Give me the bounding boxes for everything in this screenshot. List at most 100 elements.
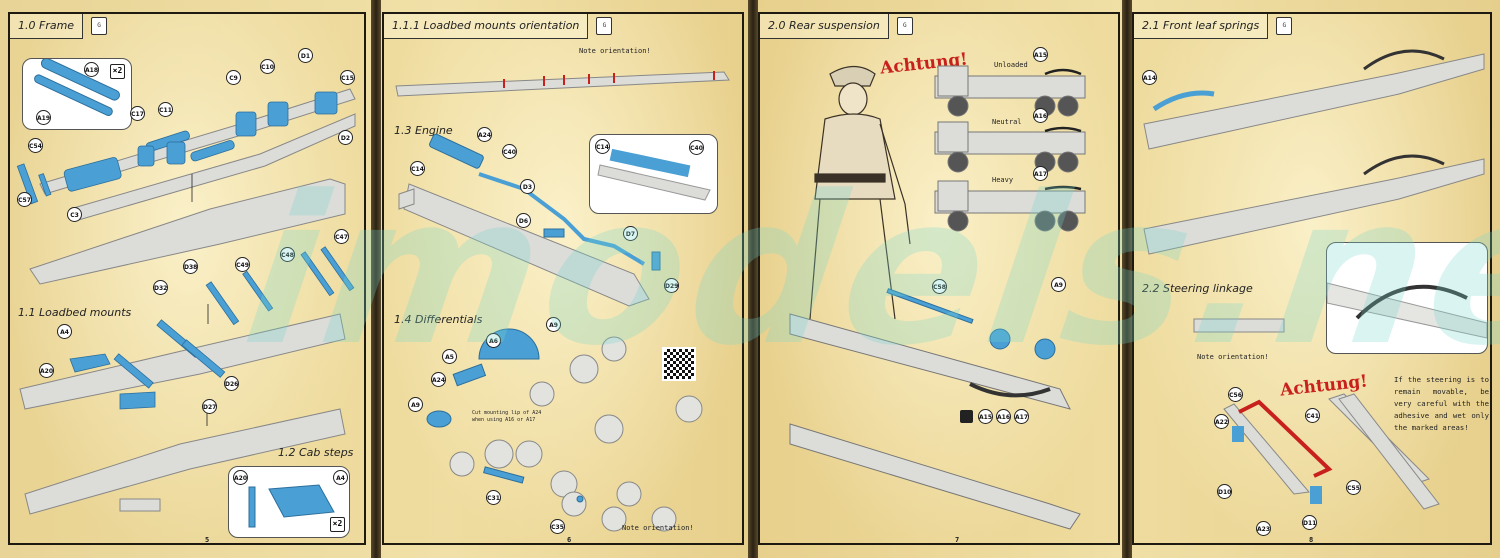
part-callout: A20 [233,470,248,485]
cut-note-line: when using A16 or A17 [472,417,536,423]
part-callout: A20 [39,363,54,378]
part-callout: D32 [153,280,168,295]
part-callout: A24 [477,127,492,142]
step-header-bar: 2.1 Front leaf springs G [1134,14,1293,39]
part-callout: D26 [224,376,239,391]
part-callout: A5 [442,349,457,364]
part-callout: A17 [1033,166,1048,181]
options-icon [960,410,973,423]
part-callout: A4 [57,324,72,339]
part-callout: A19 [36,110,51,125]
part-callout: C14 [410,161,425,176]
glue-icon: G [1276,17,1293,35]
part-callout: C54 [28,138,43,153]
steering-warning-text: If the steering is to remain movable, be… [1394,375,1489,432]
part-callout: C48 [280,247,295,262]
part-callout: A16 [1033,108,1048,123]
part-callout: C3 [67,207,82,222]
section-title: 1.4 Differentials [394,313,483,326]
part-callout: C41 [1305,408,1320,423]
orientation-note: Note orientation! [1197,353,1269,361]
glue-icon: G [896,17,913,35]
step-header-bar: 2.0 Rear suspension G [760,14,913,39]
step-header: 2.0 Rear suspension [760,14,889,39]
part-callout: D38 [183,259,198,274]
part-callout: A23 [1256,521,1271,536]
section-title: 1.2 Cab steps [278,446,354,459]
page-5: 1.0 Frame G [8,12,366,545]
part-callout: A4 [333,470,348,485]
section-title: 1.1 Loadbed mounts [18,306,132,319]
part-callout: A9 [1051,277,1066,292]
part-callout: A16 [996,409,1011,424]
page-number: 6 [567,536,572,544]
part-callout: C56 [1228,387,1243,402]
cab-steps-inset [228,466,350,538]
part-callout: D29 [664,278,679,293]
section-title: 1.3 Engine [394,124,453,137]
page-gutter [371,0,381,558]
part-callout: C10 [260,59,275,74]
quantity-badge: ×2 [110,64,125,79]
officer-illustration [809,65,911,320]
part-callout: D2 [338,130,353,145]
truck-silhouettes [789,65,1086,530]
qr-code[interactable] [662,347,696,381]
glue-icon: G [596,17,613,35]
part-callout: A24 [431,372,446,387]
load-label: Heavy [992,176,1014,184]
part-callout: A9 [546,317,561,332]
part-callout: A15 [1033,47,1048,62]
part-callout: C14 [595,139,610,154]
section-title: 2.2 Steering linkage [1142,282,1253,295]
spring-detail-inset [1326,242,1488,354]
page-6: 1.1.1 Loadbed mounts orientation G Note … [382,12,744,545]
part-callout: C15 [340,70,355,85]
part-callout: C40 [689,140,704,155]
part-callout: C58 [932,279,947,294]
part-callout: A17 [1014,409,1029,424]
part-callout: C31 [486,490,501,505]
part-callout: D1 [298,48,313,63]
part-callout: D11 [1302,515,1317,530]
part-callout: D10 [1217,484,1232,499]
page-number: 7 [955,536,960,544]
front-suspension-diagram [1143,49,1485,510]
part-callout: D6 [516,213,531,228]
part-callout: C40 [502,144,517,159]
load-label: Neutral [992,118,1022,126]
part-callout: D7 [623,226,638,241]
load-label: Unloaded [994,61,1028,69]
frame-diagram [16,88,356,515]
part-callout: C35 [550,519,565,534]
cut-note-line: Cut mounting lip of A24 [472,410,542,416]
orientation-note: Note orientation! [579,47,651,55]
rear-suspension-diagram [789,65,1086,530]
page-number: 8 [1309,536,1314,544]
page-8: 2.1 Front leaf springs G A14 2.2 Steerin… [1132,12,1492,545]
part-callout: A14 [1142,70,1157,85]
part-callout: A15 [978,409,993,424]
part-callout: A18 [84,62,99,77]
quantity-badge: ×2 [330,517,345,532]
orientation-note: Note orientation! [622,524,694,532]
step-header: 1.0 Frame [10,14,84,39]
glue-icon: G [91,17,108,35]
part-callout: C49 [235,257,250,272]
part-callout: A9 [408,397,423,412]
part-callout: A6 [486,333,501,348]
step-header-bar: 1.1.1 Loadbed mounts orientation G [384,14,613,39]
part-callout: C17 [130,106,145,121]
step-header-bar: 1.0 Frame G [10,14,108,39]
part-callout: D3 [520,179,535,194]
engine-differential-diagram [395,71,730,532]
part-callout: D27 [202,399,217,414]
part-callout: C9 [226,70,241,85]
page-number: 5 [205,536,210,544]
page-gutter [1122,0,1132,558]
page-gutter [748,0,758,558]
page-7: 2.0 Rear suspension G Achtung! [758,12,1120,545]
step-header: 1.1.1 Loadbed mounts orientation [384,14,589,39]
